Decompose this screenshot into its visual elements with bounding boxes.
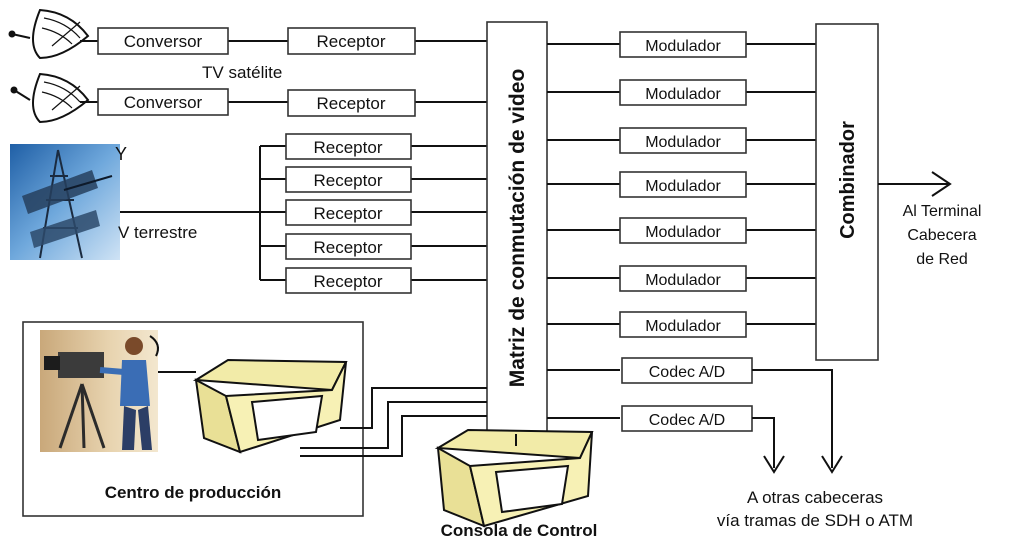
svg-text:Modulador: Modulador xyxy=(645,86,721,103)
codec-box: Codec A/D xyxy=(621,357,753,384)
combinador-box: Combinador xyxy=(815,23,879,361)
svg-text:Receptor: Receptor xyxy=(314,171,383,190)
receptor-box: Receptor xyxy=(285,199,412,226)
matriz-conmutacion-box: Matriz de conmutación de video xyxy=(486,21,548,435)
modulador-box: Modulador xyxy=(619,31,747,58)
svg-text:de Red: de Red xyxy=(916,251,968,268)
svg-text:Conversor: Conversor xyxy=(124,93,203,112)
otras-cabeceras-label: A otras cabeceras vía tramas de SDH o AT… xyxy=(717,488,913,530)
modulador-box: Modulador xyxy=(619,311,747,338)
codec-box: Codec A/D xyxy=(621,405,753,432)
salida-label: Al Terminal Cabecera de Red xyxy=(903,203,982,268)
svg-text:Modulador: Modulador xyxy=(645,272,721,289)
centro-produccion-label: Centro de producción xyxy=(105,483,282,502)
conversor-box: Conversor xyxy=(97,27,229,55)
tv-satelite-label: TV satélite xyxy=(202,63,282,82)
modulador-box: Modulador xyxy=(619,217,747,244)
receptor-box: Receptor xyxy=(285,233,412,260)
modulador-box: Modulador xyxy=(619,127,747,154)
svg-text:Receptor: Receptor xyxy=(314,272,383,291)
svg-text:Modulador: Modulador xyxy=(645,178,721,195)
svg-text:Modulador: Modulador xyxy=(645,318,721,335)
svg-text:Receptor: Receptor xyxy=(314,204,383,223)
tv-terrestre-partial-label: Y xyxy=(115,144,127,164)
svg-text:Combinador: Combinador xyxy=(837,121,859,239)
svg-text:Receptor: Receptor xyxy=(317,32,386,51)
satellite-dish-icon xyxy=(10,72,90,124)
svg-text:Modulador: Modulador xyxy=(645,38,721,55)
svg-text:vía tramas de SDH o ATM: vía tramas de SDH o ATM xyxy=(717,511,913,530)
receptor-box: Receptor xyxy=(287,89,416,117)
tv-terrestre-label: V terrestre xyxy=(118,223,197,242)
svg-text:Codec A/D: Codec A/D xyxy=(649,364,725,381)
receptor-box: Receptor xyxy=(285,166,412,193)
svg-text:Receptor: Receptor xyxy=(317,94,386,113)
consola-control-label: Consola de Control xyxy=(441,521,598,540)
svg-text:Conversor: Conversor xyxy=(124,32,203,51)
monitor-icon xyxy=(192,358,348,454)
svg-text:A otras cabeceras: A otras cabeceras xyxy=(747,488,883,507)
svg-text:Matriz de conmutación de video: Matriz de conmutación de video xyxy=(506,69,529,388)
svg-text:Receptor: Receptor xyxy=(314,138,383,157)
svg-text:Modulador: Modulador xyxy=(645,224,721,241)
modulador-box: Modulador xyxy=(619,79,747,106)
antenna-tower-icon xyxy=(10,144,120,260)
svg-text:Al Terminal: Al Terminal xyxy=(903,203,982,220)
conversor-box: Conversor xyxy=(97,88,229,116)
camera-operator-icon xyxy=(40,330,159,452)
modulador-box: Modulador xyxy=(619,265,747,292)
receptor-box: Receptor xyxy=(285,133,412,160)
svg-text:Cabecera: Cabecera xyxy=(907,227,976,244)
modulador-box: Modulador xyxy=(619,171,747,198)
svg-text:Modulador: Modulador xyxy=(645,134,721,151)
receptor-box: Receptor xyxy=(287,27,416,55)
receptor-box: Receptor xyxy=(285,267,412,294)
svg-text:Receptor: Receptor xyxy=(314,238,383,257)
satellite-dish-icon xyxy=(8,8,90,60)
svg-text:Codec A/D: Codec A/D xyxy=(649,412,725,429)
